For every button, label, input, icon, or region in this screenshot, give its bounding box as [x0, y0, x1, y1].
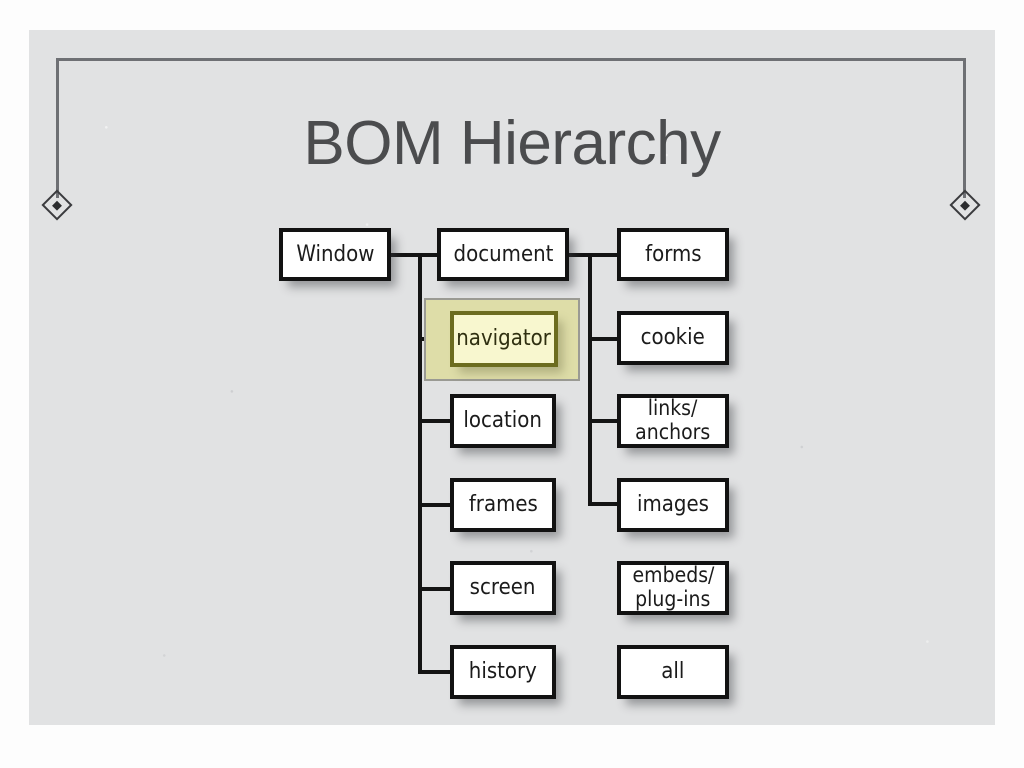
node-history[interactable]: history: [450, 645, 556, 699]
node-embeds-plugins[interactable]: embeds/ plug-ins: [617, 561, 729, 615]
node-cookie[interactable]: cookie: [617, 311, 729, 365]
edge-trunk-to-forms: [588, 253, 620, 257]
node-frames[interactable]: frames: [450, 478, 556, 532]
node-links-anchors-label-line2: anchors: [635, 420, 711, 444]
edge-window-to-trunk: [388, 253, 422, 257]
edge-trunk-to-links: [588, 419, 620, 423]
node-frames-label: frames: [468, 492, 538, 518]
node-screen[interactable]: screen: [450, 561, 556, 615]
node-forms-label: forms: [644, 241, 702, 267]
node-links-anchors[interactable]: links/ anchors: [617, 394, 729, 448]
edge-document-to-trunk: [566, 253, 592, 257]
node-all-label: all: [661, 659, 685, 685]
node-document[interactable]: document: [437, 228, 569, 281]
edge-trunk-to-screen: [418, 587, 454, 591]
node-history-label: history: [468, 659, 538, 685]
node-location-label: location: [463, 408, 543, 434]
edge-trunk-to-frames: [418, 503, 454, 507]
edge-trunk-to-history: [418, 670, 454, 674]
node-all[interactable]: all: [617, 645, 729, 699]
node-images-label: images: [637, 492, 709, 518]
node-forms[interactable]: forms: [617, 228, 729, 281]
deco-top-horizontal-rule: [56, 58, 966, 61]
edge-trunk-to-document: [418, 253, 442, 257]
node-links-anchors-label-line1: links/: [648, 396, 698, 421]
node-embeds-plugins-label-line2: plug-ins: [635, 587, 711, 611]
edge-trunk-to-images: [588, 502, 620, 506]
node-window[interactable]: Window: [279, 228, 391, 281]
node-cookie-label: cookie: [640, 325, 706, 351]
edge-left-trunk: [418, 253, 422, 674]
node-images[interactable]: images: [617, 478, 729, 532]
node-embeds-plugins-label-line1: embeds/: [632, 563, 714, 588]
node-window-label: Window: [295, 241, 375, 267]
node-document-label: document: [453, 241, 553, 267]
edge-right-trunk: [588, 253, 592, 506]
edge-trunk-to-cookie: [588, 337, 620, 341]
deco-right-vertical-rule: [963, 58, 966, 198]
edge-trunk-to-location: [418, 419, 454, 423]
node-navigator-label: navigator: [456, 326, 552, 352]
page-title: BOM Hierarchy: [303, 109, 721, 178]
deco-left-vertical-rule: [56, 58, 59, 198]
node-screen-label: screen: [470, 575, 536, 601]
node-location[interactable]: location: [450, 394, 556, 448]
node-navigator[interactable]: navigator: [450, 311, 558, 367]
